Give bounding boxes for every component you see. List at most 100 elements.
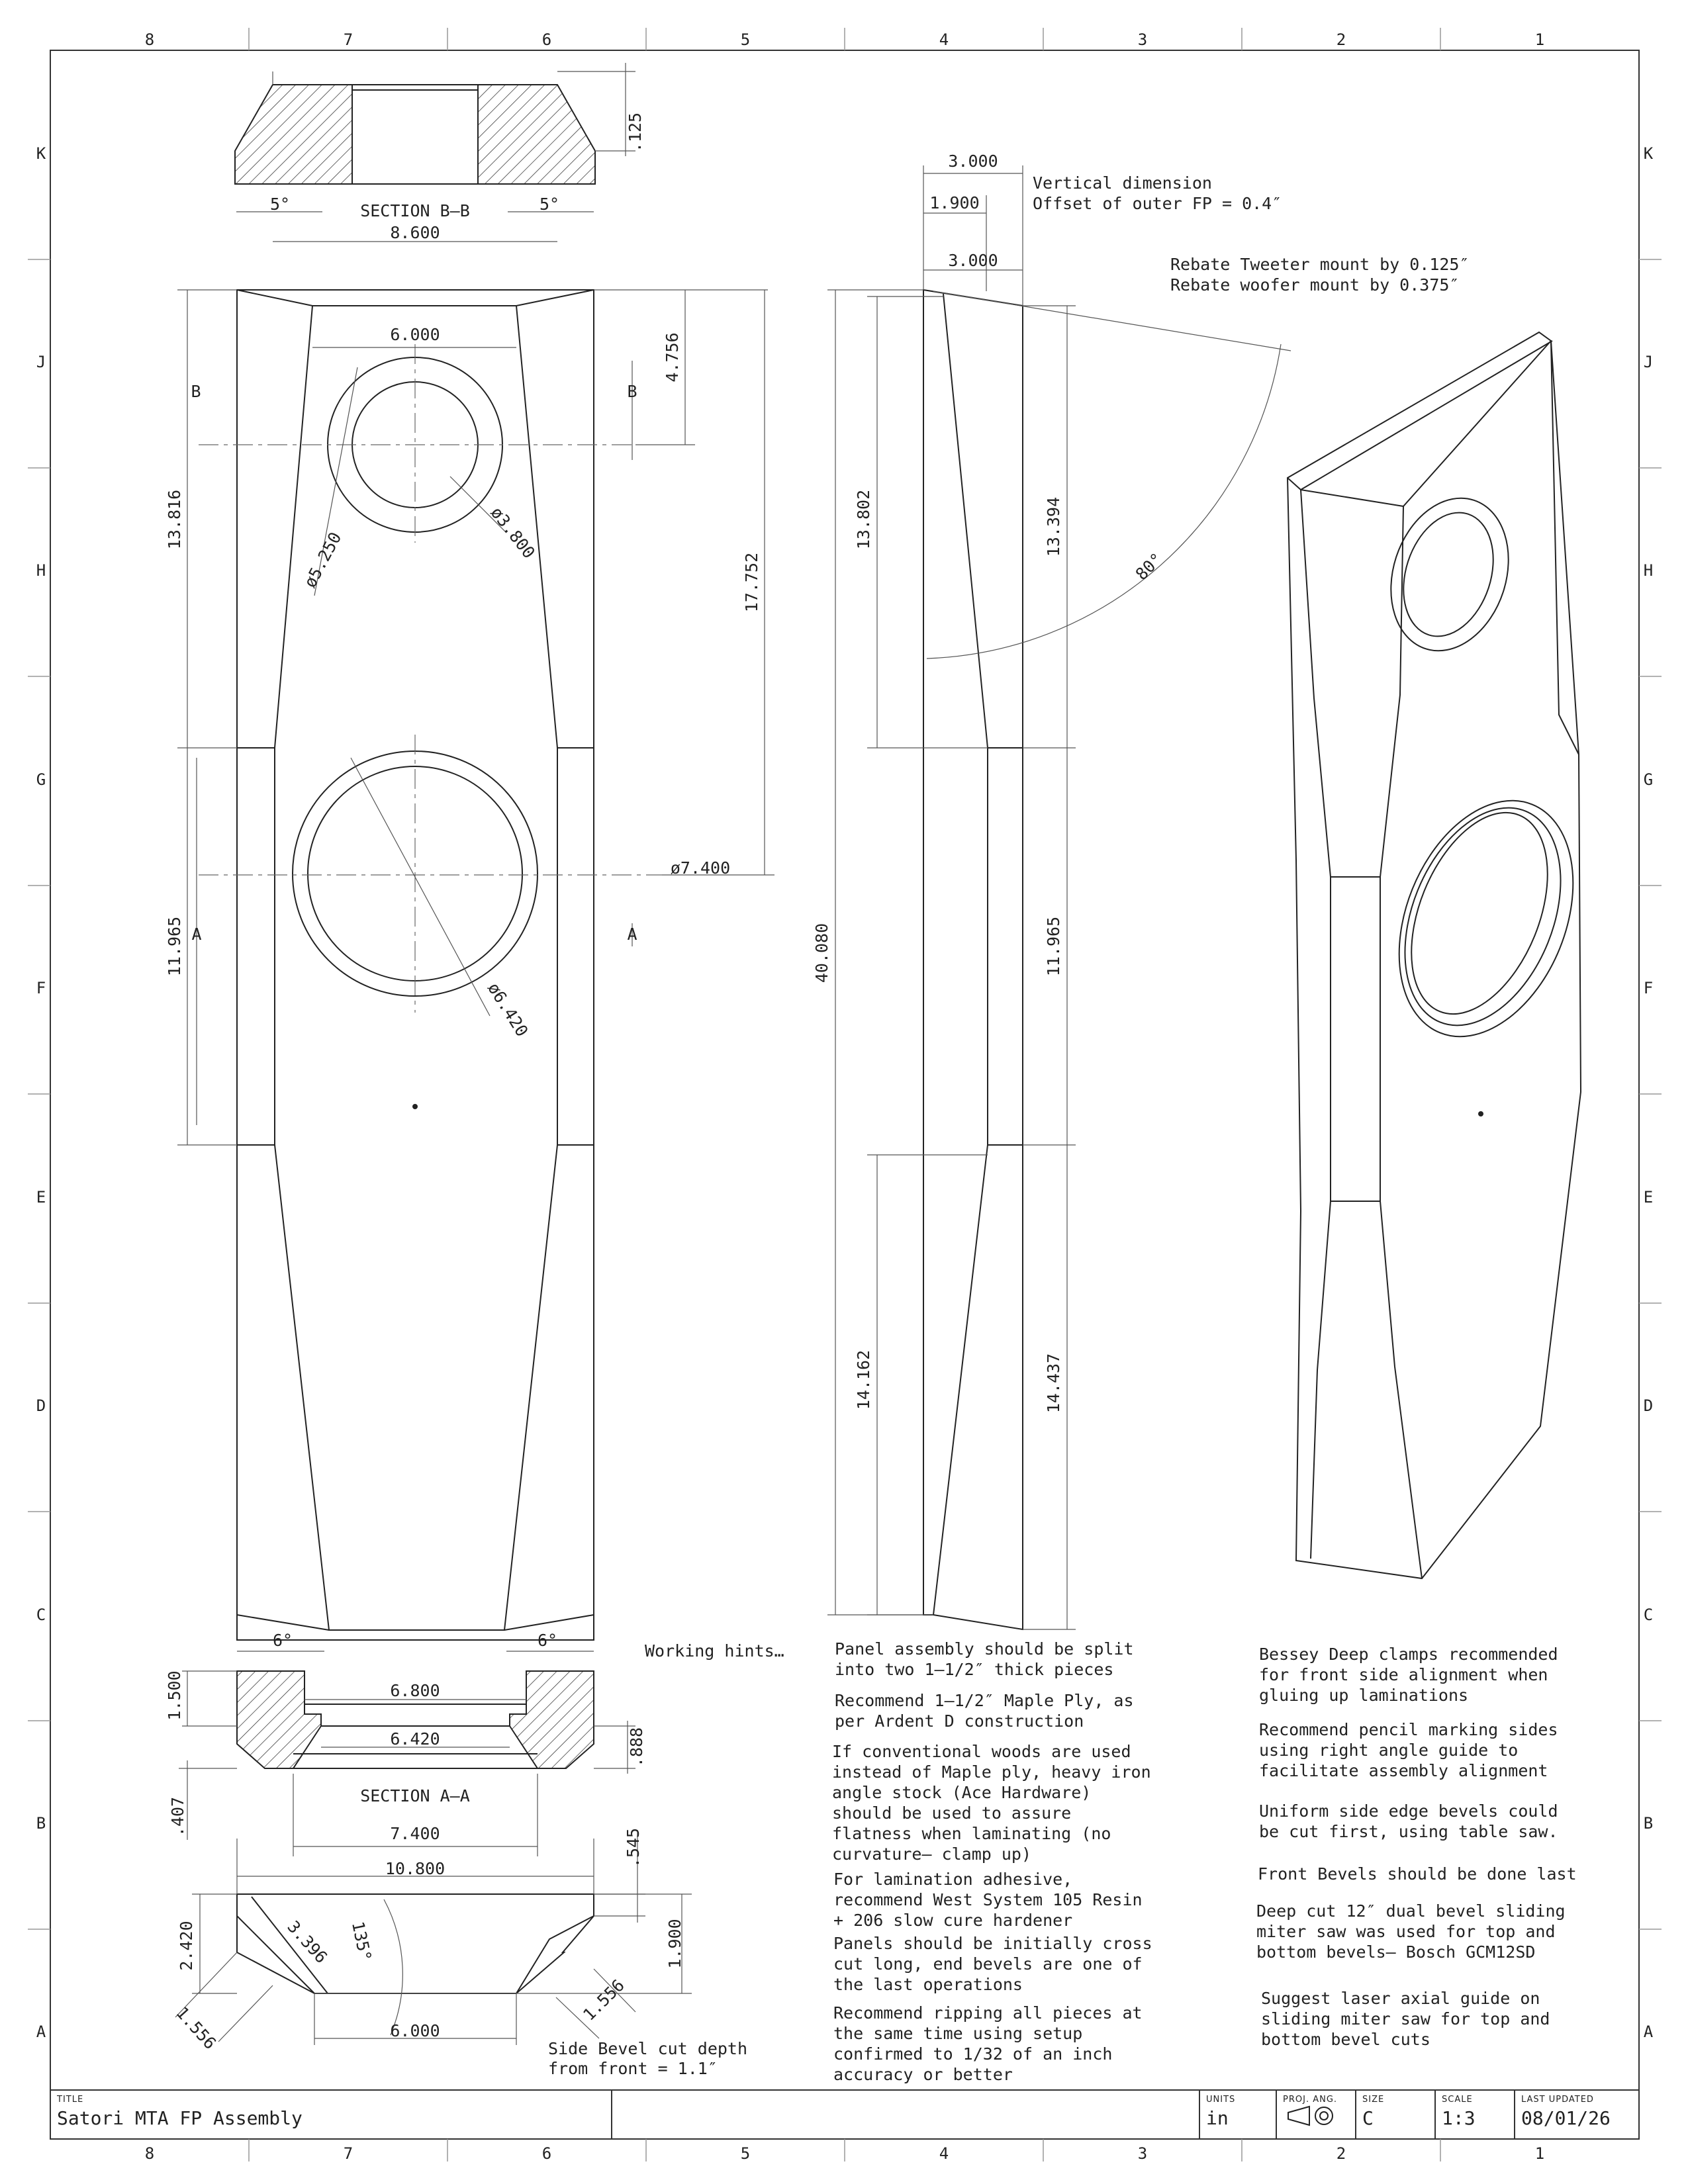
zone-row-label: F (1644, 979, 1653, 997)
bevel-left-dim: 1.556 (172, 2003, 220, 2053)
note-item: + 206 slow cure hardener (833, 1911, 1072, 1930)
note-item: Bessey Deep clamps recommended (1259, 1645, 1558, 1664)
iso-tweeter-inner (1403, 512, 1494, 637)
zone-row-label: H (36, 561, 46, 580)
projection-angle-icon (1288, 2105, 1333, 2126)
zone-col-label: 3 (1138, 2144, 1147, 2163)
bevel-right-face (516, 1915, 594, 1994)
section-aa-offset-dim: .407 (168, 1797, 187, 1837)
zone-row-label: F (36, 979, 46, 997)
zone-ticks (28, 28, 1662, 2161)
iso-top-face (1300, 340, 1552, 508)
zone-row-label: C (36, 1606, 46, 1624)
iso-woofer-outer (1398, 799, 1574, 1038)
cut-b-right: B (627, 382, 637, 401)
note-item: into two 1–1/2″ thick pieces (835, 1660, 1113, 1679)
scale-value: 1:3 (1442, 2107, 1476, 2129)
rebate-note-line2: Rebate woofer mount by 0.375″ (1170, 275, 1460, 295)
note-item: for front side alignment when (1259, 1665, 1548, 1684)
bevel-outline (236, 1893, 594, 1994)
units-label: UNITS (1206, 2095, 1235, 2105)
note-item: Suggest laser axial guide on (1261, 1989, 1540, 2008)
cut-a-right: A (627, 925, 637, 944)
zone-col-label: 1 (1535, 2144, 1544, 2163)
iso-woofer-inner (1411, 811, 1548, 1015)
front-upper-bevel (274, 305, 558, 749)
zone-col-label: 4 (939, 2144, 949, 2163)
note-item: miter saw was used for top and (1256, 1922, 1556, 1941)
section-aa-thickness-dim: 1.500 (165, 1670, 184, 1720)
note-item: If conventional woods are used (832, 1742, 1131, 1761)
side-bevel-note-line2: from front = 1.1″ (548, 2059, 718, 2078)
scale-label: SCALE (1442, 2095, 1473, 2105)
zone-row-label: J (36, 353, 46, 371)
zone-row-label: B (36, 1814, 46, 1833)
zone-col-label: 3 (1138, 30, 1147, 49)
note-item: accuracy or better (833, 2065, 1013, 2084)
note-item: curvature– clamp up) (832, 1844, 1031, 1864)
iso-outline (1286, 331, 1582, 1580)
note-item: the same time using setup (833, 2024, 1082, 2043)
front-top-width-dim: 6.000 (390, 325, 440, 344)
drawing-title: Satori MTA FP Assembly (57, 2107, 303, 2129)
zone-labels: 8 7 6 5 4 3 2 1 8 7 6 5 4 3 2 1 K J H G … (36, 30, 1654, 2163)
section-aa-depth-dim: .888 (627, 1727, 646, 1767)
section-bb-bore (352, 89, 479, 185)
front-panel-outline (236, 289, 594, 1641)
zone-col-label: 7 (344, 30, 353, 49)
side-outline (923, 289, 1023, 1631)
zone-col-label: 8 (145, 2144, 154, 2163)
side-depth-top-dim: 3.000 (948, 152, 998, 171)
zone-row-label: J (1644, 353, 1653, 371)
side-depth-bottom-dim: 3.000 (948, 251, 998, 270)
tweeter-offset-dim: 4.756 (663, 332, 682, 382)
zone-row-label: E (36, 1188, 46, 1206)
section-aa-bottom-width-dim: 7.400 (390, 1824, 440, 1843)
note-item: gluing up laminations (1259, 1686, 1468, 1705)
note-item: flatness when laminating (no (832, 1824, 1111, 1843)
tweeter-inner-dia: ø3.800 (487, 503, 538, 562)
zone-col-label: 1 (1535, 30, 1544, 49)
section-aa-title: SECTION A–A (360, 1786, 470, 1805)
side-lamination-line (933, 293, 988, 1615)
note-item: bottom bevels– Bosch GCM12SD (1256, 1942, 1535, 1962)
side-bevel-note-line1: Side Bevel cut depth (548, 2039, 747, 2058)
note-item: instead of Maple ply, heavy iron (832, 1762, 1151, 1782)
vertical-note-line1: Vertical dimension (1033, 173, 1212, 193)
side-angle-dim: 80° (1132, 549, 1166, 584)
bevel-angle-dim: 135° (348, 1920, 375, 1963)
iso-left-bevel (1300, 489, 1331, 1559)
title-block (50, 2089, 1639, 2139)
bevel-overall-dim: 10.800 (385, 1859, 445, 1878)
section-bb-hatch-left (234, 84, 353, 185)
units-value: in (1206, 2107, 1229, 2129)
note-item: Uniform side edge bevels could (1259, 1801, 1558, 1821)
zone-row-label: E (1644, 1188, 1653, 1206)
working-hints: Working hints… Panel assembly should be … (645, 1639, 1577, 2084)
note-item: be cut first, using table saw. (1259, 1822, 1558, 1841)
bevel-right-dim: 1.556 (579, 1976, 628, 2025)
cut-b-left: B (191, 382, 201, 401)
note-item: Recommend ripping all pieces at (833, 2003, 1143, 2023)
note-item: Deep cut 12″ dual bevel sliding (1256, 1901, 1566, 1921)
section-aa: 1.500 6.800 6.420 .888 .407 SECTION A–A … (165, 1670, 646, 1856)
section-bb-angle-right: 5° (539, 195, 559, 214)
zone-row-label: C (1644, 1606, 1653, 1624)
tweeter-outer-dia: ø5.250 (300, 529, 345, 590)
zone-row-label: D (36, 1396, 46, 1415)
zone-col-label: 4 (939, 30, 949, 49)
zone-row-label: G (1644, 770, 1653, 789)
rebate-note-line1: Rebate Tweeter mount by 0.125″ (1170, 255, 1470, 274)
size-value: C (1362, 2107, 1374, 2129)
center-mark (412, 1104, 418, 1109)
front-lower-bevel (274, 1144, 558, 1631)
note-item: bottom bevel cuts (1261, 2030, 1430, 2049)
side-lower-left-dim: 14.162 (854, 1350, 873, 1410)
zone-row-label: B (1644, 1814, 1653, 1833)
section-aa-mid-width-dim: 6.420 (390, 1729, 440, 1749)
bevel-view: 10.800 .545 2.420 3.396 135° 1.556 1.556… (172, 1828, 747, 2078)
zone-row-label: G (36, 770, 46, 789)
bevel-left-face (236, 1896, 328, 1994)
note-item: recommend West System 105 Resin (833, 1890, 1143, 1909)
